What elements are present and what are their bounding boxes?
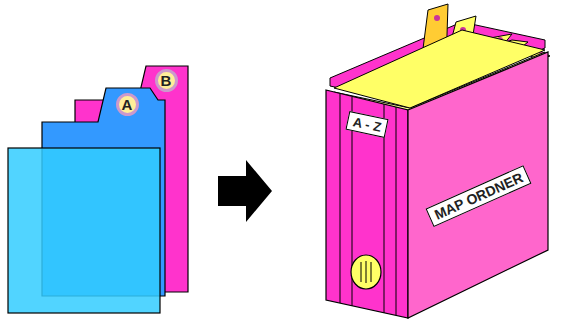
label-text: A: [122, 96, 133, 113]
finger-hole-line: [371, 262, 372, 282]
folder-tab-letter: A: [116, 93, 139, 116]
spine-stripe: [340, 94, 341, 303]
blue-folder-front: [8, 148, 160, 313]
label-text: B: [161, 72, 172, 89]
block-arrow: [218, 160, 272, 222]
folder-tab-letter: B: [155, 69, 178, 92]
label-text: A - Z: [352, 114, 383, 135]
binder-spine: [326, 90, 408, 318]
finger-hole-line: [366, 261, 367, 283]
finger-hole-line: [361, 262, 362, 282]
binder-cover: [408, 52, 548, 318]
tab-dot: [434, 15, 440, 21]
spine-stripe: [396, 107, 397, 315]
finger-hole: [351, 255, 381, 289]
